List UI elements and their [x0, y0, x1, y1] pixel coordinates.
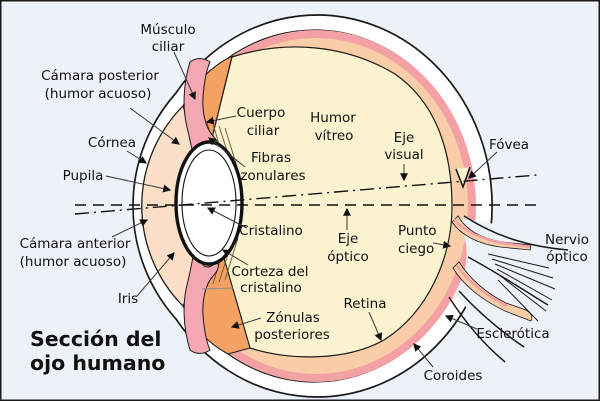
leader-zonulas [230, 317, 262, 329]
leader-iris [136, 252, 175, 297]
label-nervio-optico-1: Nervio [545, 232, 589, 248]
label-cristalino: Cristalino [239, 223, 303, 239]
label-fibras-1: Fibras [251, 150, 291, 166]
label-punto-ciego-1: Punto [398, 223, 437, 239]
leader-coroides [413, 343, 434, 368]
optic-nerve-flare-bottom-choroid [455, 265, 508, 308]
label-coroides: Coroides [424, 368, 483, 384]
optic-nerve-mid-line [467, 256, 549, 306]
label-fovea: Fóvea [489, 137, 529, 153]
leader-corteza [221, 249, 249, 266]
label-retina: Retina [344, 296, 387, 312]
optic-nerve-top-line [463, 215, 569, 251]
label-humor-vitreo-1: Humor [310, 110, 356, 126]
label-fibras-2: zonulares [240, 168, 305, 184]
label-nervio-optico-2: óptico [546, 249, 588, 265]
label-camara-anterior-1: Cámara anterior [20, 236, 131, 252]
leader-esclerotica [444, 314, 478, 330]
diagram-title-line-1: Sección del [30, 327, 161, 351]
label-iris: Iris [118, 291, 138, 307]
leader-camara-posterior [129, 107, 180, 145]
optic-nerve-flare-top-choroid [453, 218, 531, 249]
leader-lines [105, 51, 498, 368]
label-corteza-1: Corteza del [231, 264, 308, 280]
leader-corteza-2 [201, 287, 234, 290]
leader-fovea [468, 151, 498, 179]
diagram-title-line-2: ojo humano [30, 351, 165, 375]
optic-nerve-outer-bottom-line [448, 296, 506, 363]
leader-retina [368, 311, 382, 342]
label-eje-optico-1: Eje [338, 231, 359, 247]
optic-nerve-inner-bottom-line [458, 290, 525, 348]
leader-cornea [126, 150, 148, 164]
label-eje-visual-1: Eje [394, 130, 415, 146]
fovea-notch [455, 166, 471, 190]
leader-cristalino [206, 207, 248, 229]
label-esclerotica: Esclerótica [476, 326, 549, 342]
leader-cuerpo-ciliar [205, 115, 237, 125]
label-cornea: Córnea [88, 135, 136, 151]
label-zonulas-1: Zónulas [266, 310, 320, 326]
label-humor-vitreo-2: vítreo [315, 128, 354, 144]
label-cuerpo-ciliar-1: Cuerpo [237, 105, 286, 121]
optic-nerve-flare-bottom [452, 261, 533, 322]
optic-nerve-fiber-fan [487, 253, 556, 322]
label-musculo-ciliar-1: Músculo [140, 22, 195, 38]
label-camara-anterior-2: (humor acuoso) [20, 254, 127, 270]
label-eje-optico-2: óptico [327, 249, 369, 265]
label-musculo-ciliar-2: ciliar [152, 39, 185, 55]
leader-camara-anterior [111, 219, 149, 238]
label-cuerpo-ciliar-2: ciliar [247, 123, 280, 139]
label-corteza-2: cristalino [240, 280, 302, 296]
label-camara-posterior-1: Cámara posterior [41, 68, 159, 84]
leader-fibras [208, 137, 246, 168]
vitreous-body [209, 46, 453, 358]
cornea-inner-line [141, 105, 184, 307]
label-zonulas-2: posteriores [254, 327, 330, 343]
leader-pupila [105, 175, 172, 193]
leader-musculo [173, 51, 196, 101]
label-punto-ciego-2: ciego [398, 241, 434, 257]
lens-cortex-line [181, 149, 237, 257]
labels: Músculo ciliar Cámara posterior (humor a… [20, 22, 589, 384]
label-camara-posterior-2: (humor acuoso) [45, 86, 152, 102]
label-pupila: Pupila [63, 168, 104, 184]
leader-punto-ciego [432, 240, 452, 249]
label-eje-visual-2: visual [384, 147, 423, 163]
